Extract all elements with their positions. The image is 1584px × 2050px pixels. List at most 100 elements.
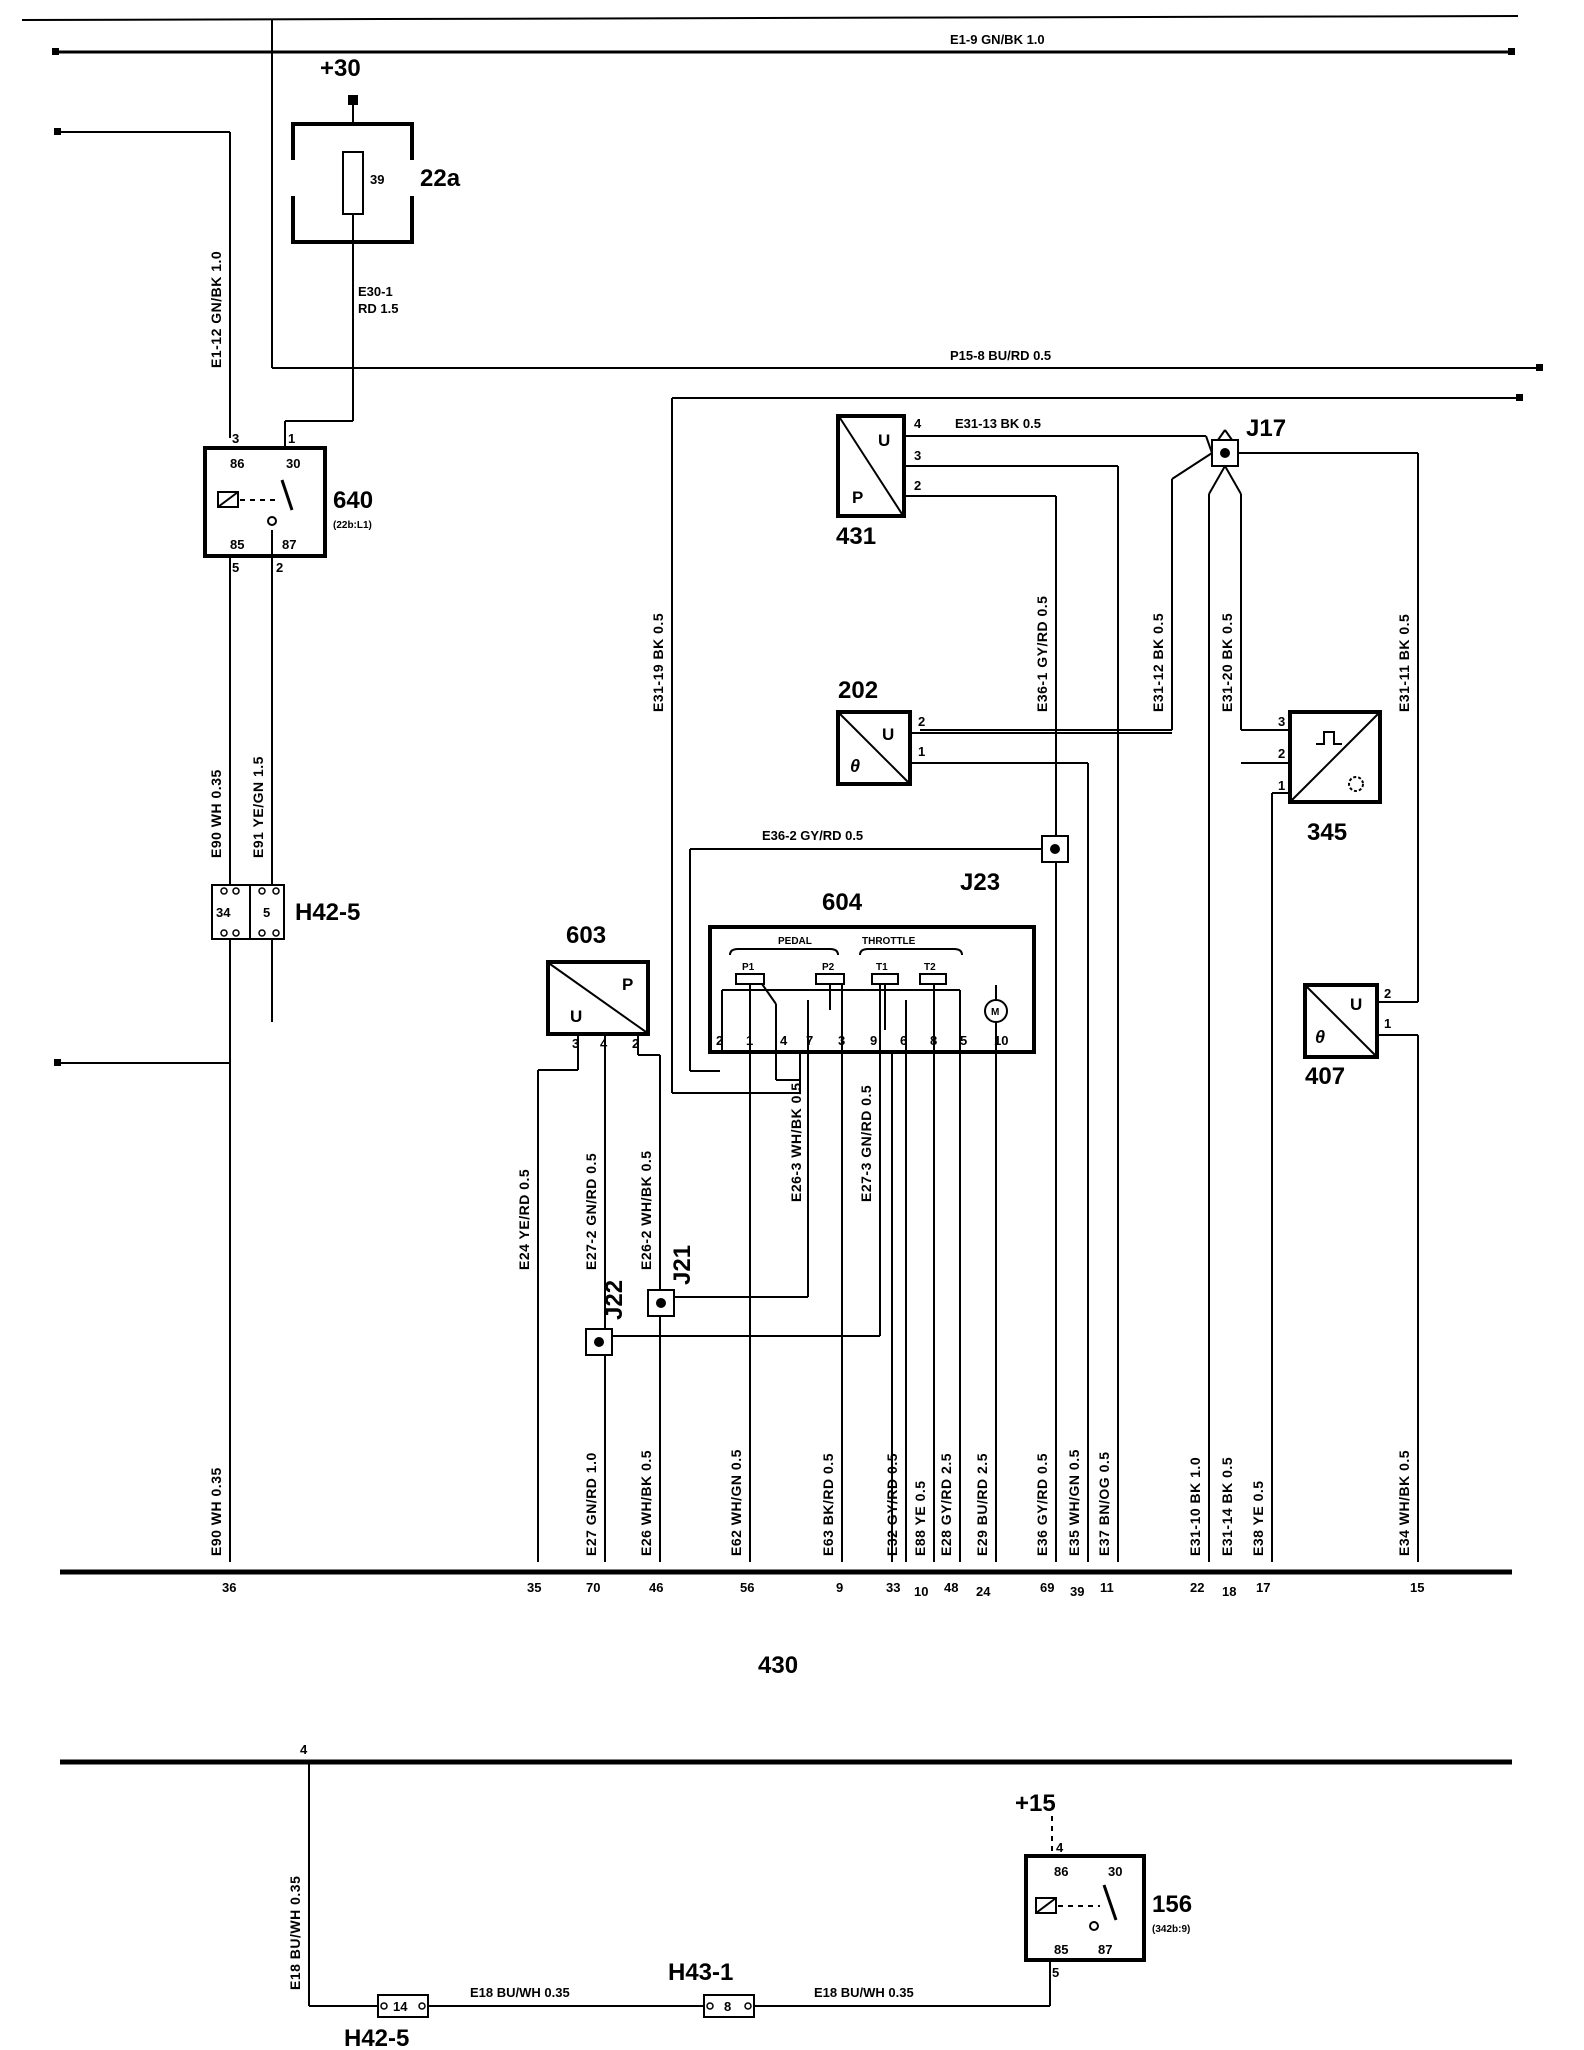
sensor-202-pin-1: 1 <box>918 744 925 759</box>
lower-bus: 4 E18 BU/WH 0.35 14 H42-5 E18 BU/WH 0.35… <box>60 1742 1512 2050</box>
relay-640-pin-3: 3 <box>232 431 239 446</box>
relay-156-pin-4: 4 <box>1056 1840 1064 1855</box>
relay-156-ref: (342b:9) <box>1152 1924 1190 1935</box>
bus-pin-11: 11 <box>1100 1580 1114 1595</box>
module-604-p1: P1 <box>742 962 755 973</box>
sensor-431-pin-4: 4 <box>914 416 922 431</box>
splice-j17-label: J17 <box>1246 415 1286 442</box>
module-604-pedal-label: PEDAL <box>778 936 812 947</box>
sensor-431: U P 431 4 3 2 <box>836 414 922 550</box>
wire-label-e31-13: E31-13 BK 0.5 <box>955 416 1041 431</box>
module-604: 604 PEDAL THROTTLE P1 P2 T1 T2 M <box>708 889 1036 1054</box>
wire-label-e63: E63 BK/RD 0.5 <box>820 1453 836 1556</box>
sensor-431-wires: E31-13 BK 0.5 E36-1 GY/RD 0.5 <box>904 416 1206 1562</box>
wire-label-e31-12: E31-12 BK 0.5 <box>1150 613 1166 712</box>
splice-j17: J17 E31-12 BK 0.5 E31-20 BK 0.5 E31-11 B… <box>920 415 1419 1562</box>
sensor-202: U θ 202 2 1 <box>836 677 1172 1562</box>
module-604-wires: E26-3 WH/BK 0.5 E27-3 GN/RD 0.5 <box>612 1052 997 1562</box>
fuse-number: 39 <box>370 172 384 187</box>
connector-h43-1-label: H43-1 <box>668 1959 733 1986</box>
lower-bus-pin-4: 4 <box>300 1742 308 1757</box>
p15-8-wire: P15-8 BU/RD 0.5 <box>271 20 1543 371</box>
wire-label-e91: E91 YE/GN 1.5 <box>250 756 266 858</box>
sensor-407-id: 407 <box>1305 1063 1345 1090</box>
sensor-603-id: 603 <box>566 922 606 949</box>
wire-label-e88: E88 YE 0.5 <box>912 1480 928 1556</box>
sensor-345-pin-2: 2 <box>1278 746 1285 761</box>
sensor-407-pin-2: 2 <box>1384 986 1391 1001</box>
wire-label-e18-h2: E18 BU/WH 0.35 <box>814 1985 914 2000</box>
fuse-22a: +30 39 22a E30-1 RD 1.5 <box>289 55 461 421</box>
ecu-430-bus: 430 <box>60 1569 1512 1679</box>
relay-640-contact <box>280 479 294 511</box>
module-604-pin-6: 6 <box>900 1033 907 1048</box>
wire-label-e27: E27 GN/RD 1.0 <box>583 1452 599 1556</box>
relay-156-pin-5: 5 <box>1052 1965 1059 1980</box>
connector-h42-5-pin-14: 14 <box>393 1999 408 2014</box>
wire-label-e26: E26 WH/BK 0.5 <box>638 1450 654 1556</box>
bus-pin-35: 35 <box>527 1580 541 1595</box>
splice-j22-label: J22 <box>601 1280 628 1320</box>
bus-pin-69: 69 <box>1040 1580 1054 1595</box>
wire-label-e36: E36 GY/RD 0.5 <box>1034 1453 1050 1556</box>
module-604-motor-label: M <box>991 1007 999 1018</box>
module-604-id: 604 <box>822 889 863 916</box>
sensor-345-id: 345 <box>1307 819 1347 846</box>
sensor-202-theta: θ <box>850 756 860 776</box>
wire-label-e27-2: E27-2 GN/RD 0.5 <box>583 1153 599 1270</box>
fuse-id: 22a <box>420 165 461 192</box>
bottom-wire-labels: E27 GN/RD 1.0 E26 WH/BK 0.5 E62 WH/GN 0.… <box>583 1449 1412 1556</box>
wire-label-e27-3: E27-3 GN/RD 0.5 <box>858 1085 874 1202</box>
module-604-pin-8: 8 <box>930 1033 937 1048</box>
relay-156-t87: 87 <box>1098 1942 1112 1957</box>
connector-h42-5-label: H42-5 <box>295 899 360 926</box>
relay-156-id: 156 <box>1152 1891 1192 1918</box>
wire-label-rd15: RD 1.5 <box>358 301 398 316</box>
wire-label-e90: E90 WH 0.35 <box>208 1467 224 1556</box>
module-604-pin-2: 2 <box>716 1033 723 1048</box>
pulse-icon <box>1316 731 1342 745</box>
module-604-pin-5: 5 <box>960 1033 967 1048</box>
connector-h42-5: 34 5 H42-5 <box>211 884 360 940</box>
bus-pin-70: 70 <box>586 1580 600 1595</box>
relay-640-id: 640 <box>333 487 373 514</box>
splice-j21-label: J21 <box>669 1245 696 1285</box>
module-604-pin-10: 10 <box>994 1033 1008 1048</box>
module-604-pin-1: 1 <box>746 1033 753 1048</box>
wire-label-e18-vertical: E18 BU/WH 0.35 <box>287 1876 303 1990</box>
module-604-p2: P2 <box>822 962 835 973</box>
wire-label-e28: E28 GY/RD 2.5 <box>938 1453 954 1556</box>
module-604-pin-3: 3 <box>838 1033 845 1048</box>
relay-640-t30: 30 <box>286 456 300 471</box>
wire-label-e31-20: E31-20 BK 0.5 <box>1219 613 1235 712</box>
relay-640-pin-1: 1 <box>288 431 295 446</box>
wire-label-e32: E32 GY/RD 0.5 <box>884 1453 900 1556</box>
wire-label-e26-2: E26-2 WH/BK 0.5 <box>638 1150 654 1270</box>
wire-label-e37: E37 BN/OG 0.5 <box>1096 1451 1112 1556</box>
ecu-430-label: 430 <box>758 1652 798 1679</box>
relay-640-pin-2: 2 <box>276 560 283 575</box>
sensor-407-u: U <box>1350 995 1362 1014</box>
wire-label-e36-1: E36-1 GY/RD 0.5 <box>1034 596 1050 712</box>
splice-j23: J23 E36-2 GY/RD 0.5 <box>689 828 1069 1072</box>
connector-h42-5-pin-34: 34 <box>216 905 231 920</box>
relay-640-pin-5: 5 <box>232 560 239 575</box>
power-plus15-label: +15 <box>1015 1790 1056 1817</box>
sensor-202-id: 202 <box>838 677 878 704</box>
module-604-pin-4: 4 <box>780 1033 788 1048</box>
wire-label-e31-10: E31-10 BK 1.0 <box>1187 1457 1203 1556</box>
sensor-345: 345 3 2 1 <box>1241 710 1382 1562</box>
bus-pin-numbers: 36 35 70 46 56 9 33 10 48 24 69 39 11 22… <box>222 1580 1424 1599</box>
wire-label-e29: E29 BU/RD 2.5 <box>974 1453 990 1556</box>
sensor-407: U θ 407 2 1 <box>1303 983 1419 1562</box>
sensor-431-id: 431 <box>836 523 876 550</box>
bus-pin-17: 17 <box>1256 1580 1270 1595</box>
relay-156: +15 4 86 30 85 87 5 156 (342b:9) <box>1015 1790 1192 1980</box>
fuse-element <box>342 151 364 215</box>
wire-label-e30-1: E30-1 <box>358 284 393 299</box>
wire-label-e1-12: E1-12 GN/BK 1.0 <box>208 251 224 368</box>
connector-h42-5-lower-label: H42-5 <box>344 2025 409 2050</box>
bus-pin-48: 48 <box>944 1580 958 1595</box>
bus-pin-33: 33 <box>886 1580 900 1595</box>
